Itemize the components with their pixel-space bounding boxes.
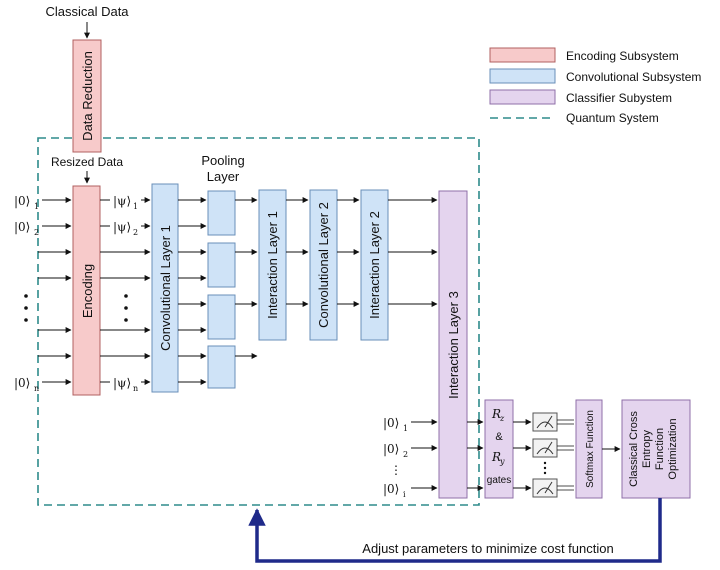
psi-ket-2: |ψ⟩ 2 <box>113 220 138 237</box>
meter-icon-1 <box>532 412 558 432</box>
svg-text:1: 1 <box>133 202 138 211</box>
svg-text:|0⟩: |0⟩ <box>14 376 30 390</box>
svg-text:Classical Cross: Classical Cross <box>628 411 640 487</box>
psi-ket-n: |ψ⟩ n <box>113 376 138 393</box>
interaction-layer-1-label: Interaction Layer 1 <box>265 211 280 319</box>
conv-layer-2-label: Convolutional Layer 2 <box>316 202 331 328</box>
svg-text:Optimization: Optimization <box>667 418 679 479</box>
pooling-to-interaction1-wires <box>235 197 258 359</box>
meter-dots <box>543 461 547 475</box>
interaction1-to-conv2-wires <box>286 197 309 307</box>
svg-text:1: 1 <box>34 202 39 211</box>
interaction-layer-3-box <box>438 190 468 499</box>
psi-ket-1: |ψ⟩ 1 <box>113 194 138 211</box>
pooling-box-3 <box>207 294 236 340</box>
interaction-layer-1-box <box>258 189 287 341</box>
cce-optimization-box <box>621 399 691 499</box>
gates-to-meter-wires <box>513 419 532 491</box>
input-dots <box>24 294 28 322</box>
pooling-layer-label-1: Pooling <box>201 153 244 168</box>
legend-swatch-convolutional <box>489 68 556 84</box>
feedback-label: Adjust parameters to minimize cost funct… <box>362 541 613 556</box>
svg-text:y: y <box>499 457 505 466</box>
pooling-box-4 <box>207 345 236 389</box>
svg-text:|0⟩: |0⟩ <box>14 194 30 208</box>
ancilla-wires <box>411 419 438 491</box>
svg-text:|0⟩: |0⟩ <box>383 442 399 456</box>
input-ket-n: |0⟩ n <box>14 376 39 393</box>
meter-to-softmax-wires <box>557 419 574 491</box>
ancilla-ket-i: |0⟩ i <box>383 482 406 499</box>
pooling-layer-label-2: Layer <box>207 169 240 184</box>
interaction-layer-2-box <box>360 189 389 341</box>
input-ket-2: |0⟩ 2 <box>14 220 39 237</box>
amp-label: & <box>495 431 503 443</box>
meter-icon-2 <box>532 438 558 458</box>
pooling-box-2 <box>207 242 236 288</box>
svg-text:R: R <box>491 450 501 464</box>
svg-text:n: n <box>133 384 138 393</box>
encoding-label: Encoding <box>80 264 95 318</box>
svg-text:1: 1 <box>403 424 408 433</box>
cce-label: Classical Cross Entropy Function Optimiz… <box>628 411 679 487</box>
legend-swatch-classifier <box>489 89 556 105</box>
interaction3-to-gates-wires <box>467 419 484 491</box>
svg-text:i: i <box>403 490 406 499</box>
softmax-box <box>575 399 603 499</box>
svg-text:n: n <box>34 384 39 393</box>
interaction2-to-interaction3-wires <box>388 197 438 307</box>
psi-dots <box>124 294 128 322</box>
svg-text:2: 2 <box>133 228 138 237</box>
ancilla-ket-1: |0⟩ 1 <box>383 416 408 433</box>
interaction-layer-3-label: Interaction Layer 3 <box>446 291 461 399</box>
legend-label-convolutional: Convolutional Subsystem <box>566 70 701 84</box>
rz-ry-gates-box <box>484 399 514 499</box>
encoding-box <box>72 185 101 396</box>
svg-text:2: 2 <box>34 228 39 237</box>
ancilla-ket-2: |0⟩ 2 <box>383 442 408 459</box>
svg-text:Entropy: Entropy <box>641 430 653 468</box>
gates-label: gates <box>487 475 511 486</box>
legend-label-quantum: Quantum System <box>566 111 659 125</box>
conv-layer-1-box <box>151 183 179 393</box>
svg-text:|ψ⟩: |ψ⟩ <box>113 376 131 390</box>
classical-data-label: Classical Data <box>45 4 129 19</box>
feedback-arrow <box>248 498 662 563</box>
legend: Encoding Subsystem Convolutional Subsyst… <box>489 47 701 125</box>
ancilla-dots: ⋮ <box>390 463 402 477</box>
conv2-to-interaction2-wires <box>337 197 360 307</box>
legend-swatch-encoding <box>489 47 556 63</box>
conv-layer-2-box <box>309 189 338 341</box>
rz-label: R z <box>491 407 505 423</box>
quantum-system-boundary <box>37 137 480 506</box>
ry-label: R y <box>491 450 505 466</box>
conv1-to-pooling-wires <box>178 197 207 385</box>
encoding-to-conv1-wires <box>100 197 151 385</box>
svg-text:|ψ⟩: |ψ⟩ <box>113 194 131 208</box>
softmax-label: Softmax Function <box>585 410 596 488</box>
resized-data-label: Resized Data <box>51 155 123 169</box>
meter-icon-3 <box>532 478 558 498</box>
svg-text:R: R <box>491 407 501 421</box>
svg-text:Function: Function <box>654 428 666 470</box>
svg-text:z: z <box>499 414 505 423</box>
interaction-layer-2-label: Interaction Layer 2 <box>367 211 382 319</box>
pooling-box-1 <box>207 190 236 236</box>
conv-layer-1-label: Convolutional Layer 1 <box>158 225 173 351</box>
input-ket-1: |0⟩ 1 <box>14 194 39 211</box>
svg-text:2: 2 <box>403 450 408 459</box>
legend-label-encoding: Encoding Subsystem <box>566 49 679 63</box>
data-reduction-box <box>72 39 102 153</box>
svg-text:|0⟩: |0⟩ <box>14 220 30 234</box>
input-wires <box>38 197 72 385</box>
svg-text:|ψ⟩: |ψ⟩ <box>113 220 131 234</box>
legend-label-classifier: Classifier Subystem <box>566 91 672 105</box>
data-reduction-label: Data Reduction <box>80 51 95 141</box>
svg-text:|0⟩: |0⟩ <box>383 482 399 496</box>
svg-text:|0⟩: |0⟩ <box>383 416 399 430</box>
